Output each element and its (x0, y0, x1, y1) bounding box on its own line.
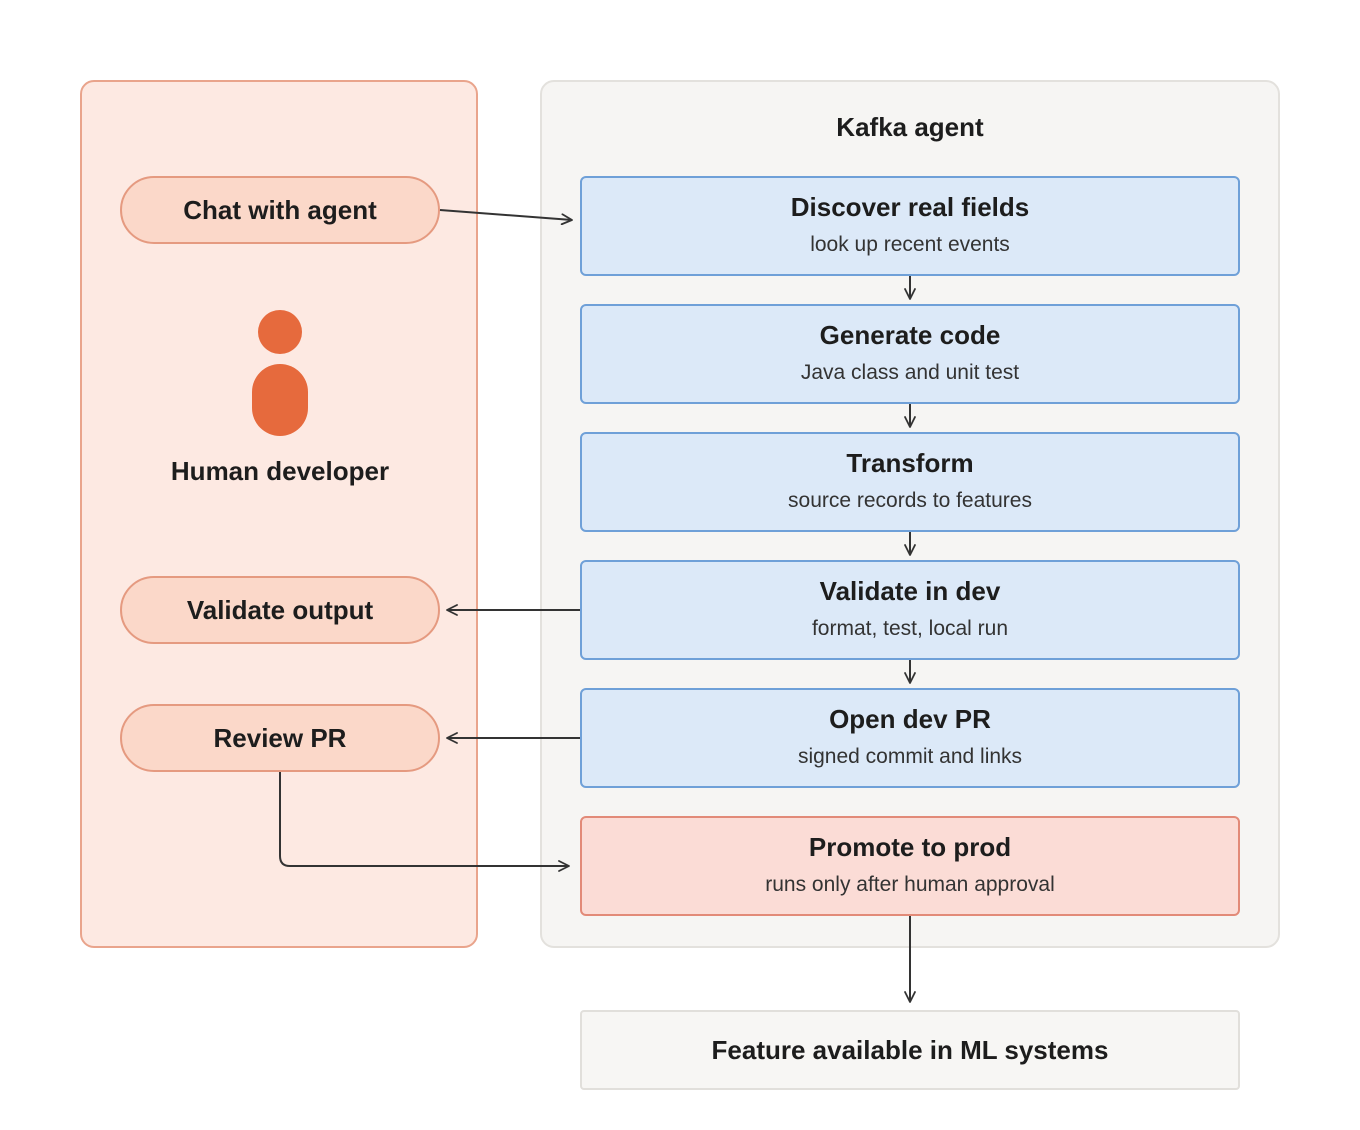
step-title: Validate in dev (819, 576, 1001, 606)
step-subtitle: Java class and unit test (800, 361, 1020, 384)
person-head-icon (258, 310, 302, 354)
person-label: Human developer (170, 456, 390, 486)
chat-with-agent-pill: Chat with agent (120, 176, 440, 244)
review-pr-pill: Review PR (120, 704, 440, 772)
validate-output-pill: Validate output (120, 576, 440, 644)
step-transform: Transform source records to features (580, 432, 1240, 532)
person-body-icon (252, 364, 308, 436)
step-title: Transform (846, 448, 974, 478)
step-promote-to-prod: Promote to prod runs only after human ap… (580, 816, 1240, 916)
step-generate-code: Generate code Java class and unit test (580, 304, 1240, 404)
step-validate-in-dev: Validate in dev format, test, local run (580, 560, 1240, 660)
step-subtitle: runs only after human approval (765, 873, 1055, 896)
step-subtitle: signed commit and links (797, 745, 1023, 768)
agent-title: Kafka agent (836, 112, 984, 142)
step-title: Discover real fields (790, 192, 1030, 222)
step-open-dev-pr: Open dev PR signed commit and links (580, 688, 1240, 788)
step-title: Generate code (819, 320, 1001, 350)
step-discover-real-fields: Discover real fields look up recent even… (580, 176, 1240, 276)
step-subtitle: look up recent events (810, 233, 1010, 256)
step-title: Open dev PR (829, 704, 991, 734)
step-subtitle: source records to features (788, 489, 1032, 512)
step-title: Promote to prod (808, 832, 1012, 862)
step-subtitle: format, test, local run (811, 617, 1009, 640)
feature-available-box: Feature available in ML systems (580, 1010, 1240, 1090)
